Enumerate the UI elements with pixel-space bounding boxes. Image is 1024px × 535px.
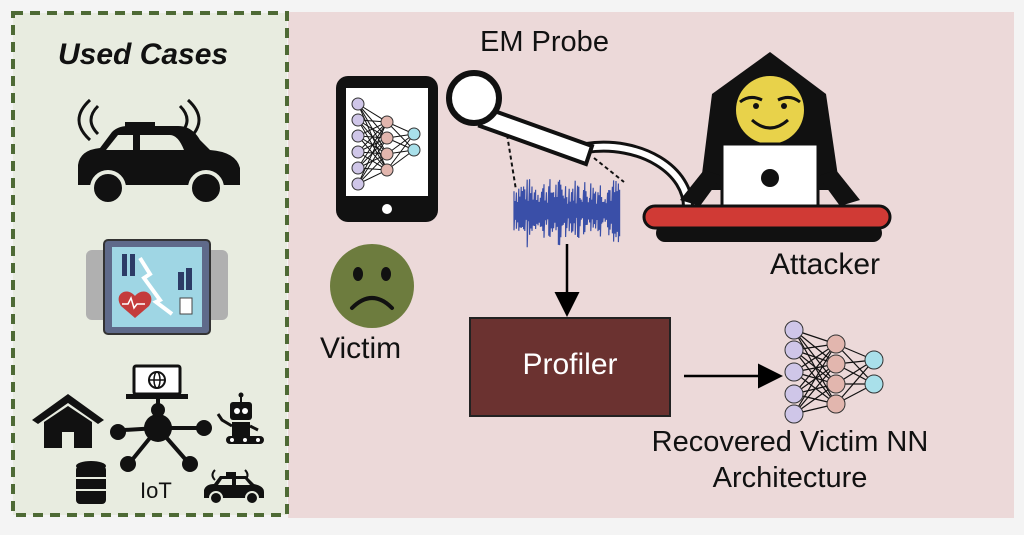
car-small-icon	[204, 469, 264, 505]
attacker-desk	[642, 204, 892, 242]
attacker-laptop-icon	[720, 142, 820, 216]
profiler-box	[469, 317, 671, 417]
laptop-globe-icon	[126, 364, 188, 399]
recovered-neural-network-icon	[784, 320, 884, 424]
autonomous-car-icon	[77, 98, 240, 206]
recovered-nn-label: Recovered Victim NN Architecture	[560, 424, 1020, 496]
recovered-nn-label-line1: Recovered Victim NN	[651, 426, 929, 458]
victim-sad-face-icon	[330, 244, 414, 328]
iot-hub-icon	[110, 398, 212, 472]
profiler-label: Profiler	[522, 348, 618, 381]
victim-label: Victim	[320, 332, 402, 365]
house-icon	[32, 394, 104, 448]
em-probe-label: EM Probe	[480, 26, 609, 58]
recovered-nn-label-line2: Architecture	[712, 462, 868, 494]
attacker-label: Attacker	[770, 248, 881, 281]
used-cases-title: Used Cases	[58, 38, 229, 71]
em-signal-waveform	[513, 179, 621, 248]
iot-label: IoT	[140, 478, 172, 503]
smartwatch-ecg-icon	[86, 239, 228, 335]
database-icon	[76, 461, 106, 504]
robot-icon	[216, 392, 264, 444]
phone-neural-network-icon	[351, 97, 421, 191]
